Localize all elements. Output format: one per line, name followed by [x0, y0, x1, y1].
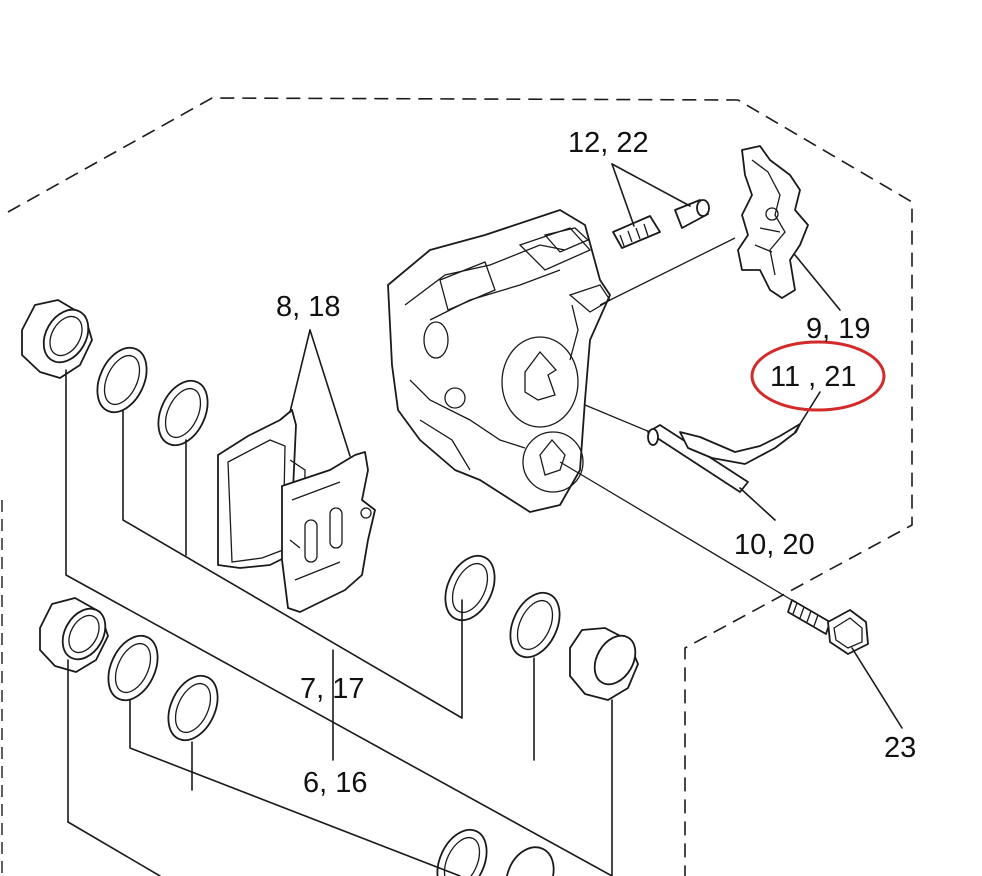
seal-bottom-partial-1	[436, 828, 488, 876]
seal-bottom-partial-2	[505, 846, 555, 876]
dust-seal-upper-1	[157, 379, 209, 447]
piston-seal-mid-1	[509, 591, 561, 659]
caliper-body	[387, 209, 611, 513]
highlight-circle	[750, 340, 886, 412]
piston-seal-upper-1	[96, 346, 148, 414]
label-12-22: 12, 22	[568, 127, 649, 159]
piston-mid-right	[569, 627, 639, 701]
label-6-16: 6, 16	[303, 767, 368, 799]
bleed-screw-and-cap	[612, 199, 710, 249]
piston-lower-left	[39, 597, 109, 673]
dust-seal-mid-1	[444, 554, 496, 622]
dust-seal-lower-1	[167, 674, 219, 742]
label-9-19: 9, 19	[806, 313, 871, 345]
mounting-bolt	[787, 599, 869, 655]
label-23: 23	[884, 732, 916, 764]
piston-upper-left	[21, 299, 93, 379]
pad-pin	[647, 424, 749, 493]
assembly-boundary-dashed	[7, 97, 913, 876]
leader-lines	[65, 163, 903, 876]
label-10-20: 10, 20	[734, 529, 815, 561]
piston-seal-lower-1	[107, 634, 159, 702]
brake-pad-outer	[281, 451, 376, 613]
pad-spring	[737, 145, 809, 299]
label-11-21: 11 , 21	[770, 361, 857, 393]
label-8-18: 8, 18	[276, 291, 341, 323]
label-7-17: 7, 17	[300, 673, 365, 705]
